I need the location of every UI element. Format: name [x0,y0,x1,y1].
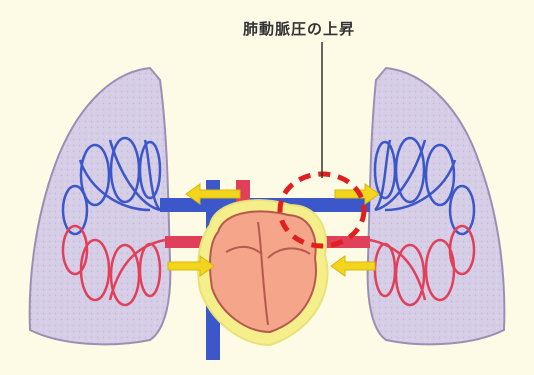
right-lung [368,68,505,344]
callout-label: 肺動脈圧の上昇 [243,18,355,39]
